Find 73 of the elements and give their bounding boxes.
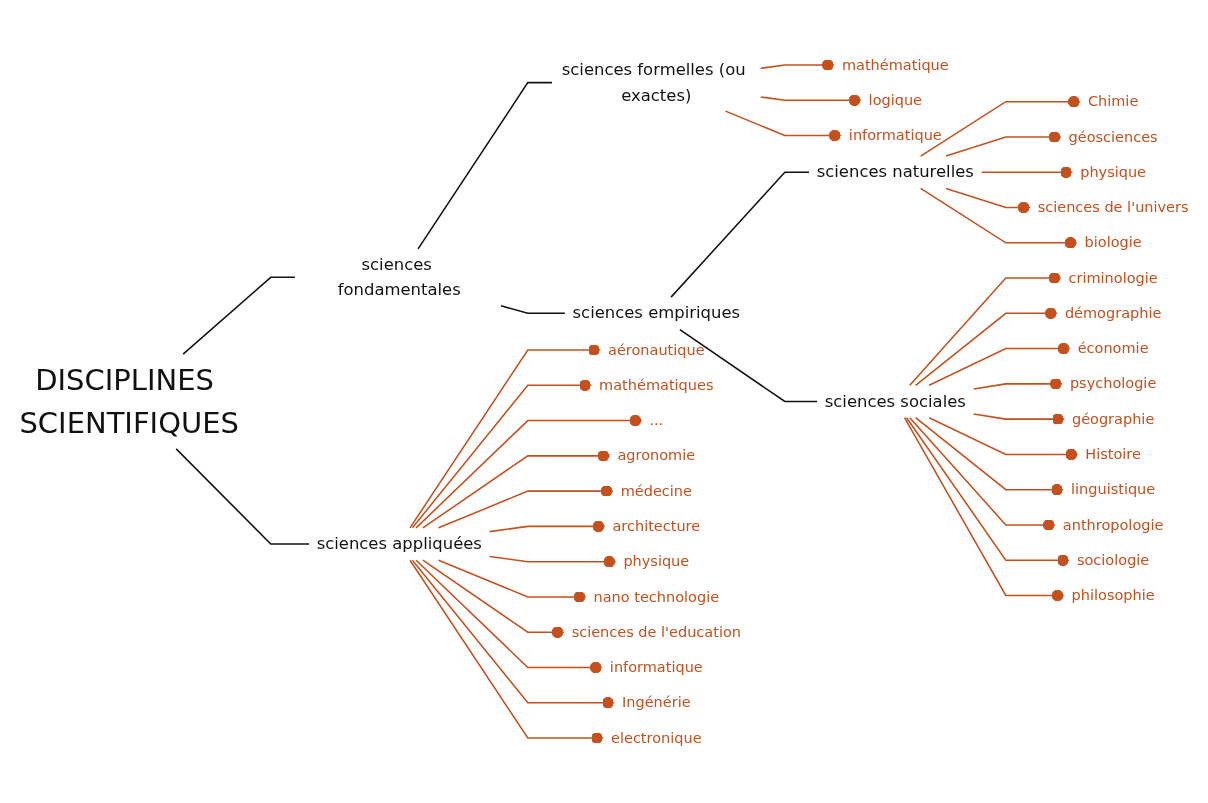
connector [905, 416, 1070, 567]
node-text: économie [1077, 339, 1149, 358]
node-text: démographie [1064, 304, 1162, 322]
connector [437, 559, 587, 603]
connector [175, 448, 310, 545]
node-text: sociologie [1076, 551, 1150, 569]
node-text: architecture [612, 517, 701, 535]
connector [724, 110, 842, 142]
connector [972, 378, 1063, 390]
connector [909, 272, 1062, 387]
node-text: informatique [848, 126, 942, 144]
node-text: médecine [620, 482, 692, 500]
node-text: sciences sociales [824, 391, 966, 411]
node-text: agronomie [617, 446, 696, 465]
connector [928, 342, 1071, 387]
connector [411, 379, 593, 529]
connector [488, 520, 606, 533]
connector [422, 559, 565, 639]
connector [914, 307, 1058, 387]
node-text: sciences appliquées [316, 533, 482, 553]
node-text: logique [868, 91, 923, 109]
node-text: biologie [1084, 233, 1142, 252]
connector [919, 95, 1081, 157]
node-text: Ingénérie [622, 693, 691, 712]
node-text: electronique [611, 729, 702, 747]
node-text: mathématiques [599, 376, 714, 394]
connector [415, 559, 603, 674]
node-text: géographie [1071, 410, 1155, 428]
node-text: sciences empiriques [572, 302, 741, 323]
node-text: criminologie [1068, 269, 1158, 287]
node-text: physique [623, 552, 690, 571]
connector [488, 555, 617, 568]
node-text: linguistique [1071, 480, 1156, 499]
node-text: sciences de l'univers [1037, 198, 1189, 216]
connector [980, 166, 1074, 179]
node-text: Histoire [1085, 445, 1141, 463]
node-text: mathématique [841, 56, 949, 74]
connector [919, 187, 1078, 249]
node-text: DISCIPLINES SCIENTIFIQUES [19, 362, 239, 441]
node-text: anthropologie [1062, 516, 1164, 534]
node-text: aéronautique [608, 341, 705, 359]
node-text: informatique [609, 658, 703, 676]
node-text: sciences de l'education [571, 623, 741, 641]
connector [928, 416, 1079, 461]
connector [909, 416, 1056, 531]
connector [415, 414, 643, 529]
connector [972, 413, 1065, 425]
connector [409, 559, 605, 744]
connector [945, 187, 1031, 214]
connector [903, 416, 1065, 602]
connector [409, 344, 602, 529]
node-text: sciences formelles (ou exactes) [561, 59, 746, 104]
connector [670, 171, 810, 298]
connector [422, 450, 611, 529]
node-text: nano technologie [593, 587, 720, 606]
connector [679, 328, 818, 403]
connector [411, 559, 616, 709]
node-text: géosciences [1068, 128, 1158, 146]
node-text: ... [649, 411, 664, 430]
connector [759, 59, 835, 71]
node-text: Chimie [1087, 92, 1139, 111]
connector [914, 416, 1065, 496]
node-text: sciences naturelles [816, 161, 974, 182]
connector [182, 276, 296, 355]
connector [500, 305, 566, 315]
connector [945, 131, 1062, 157]
node-text: physique [1080, 163, 1147, 181]
connector [437, 485, 614, 529]
connector [759, 94, 862, 107]
node-text: sciences fondamentales [337, 254, 461, 299]
node-text: philosophie [1071, 586, 1155, 604]
connector [417, 81, 553, 250]
node-text: psychologie [1069, 374, 1157, 393]
